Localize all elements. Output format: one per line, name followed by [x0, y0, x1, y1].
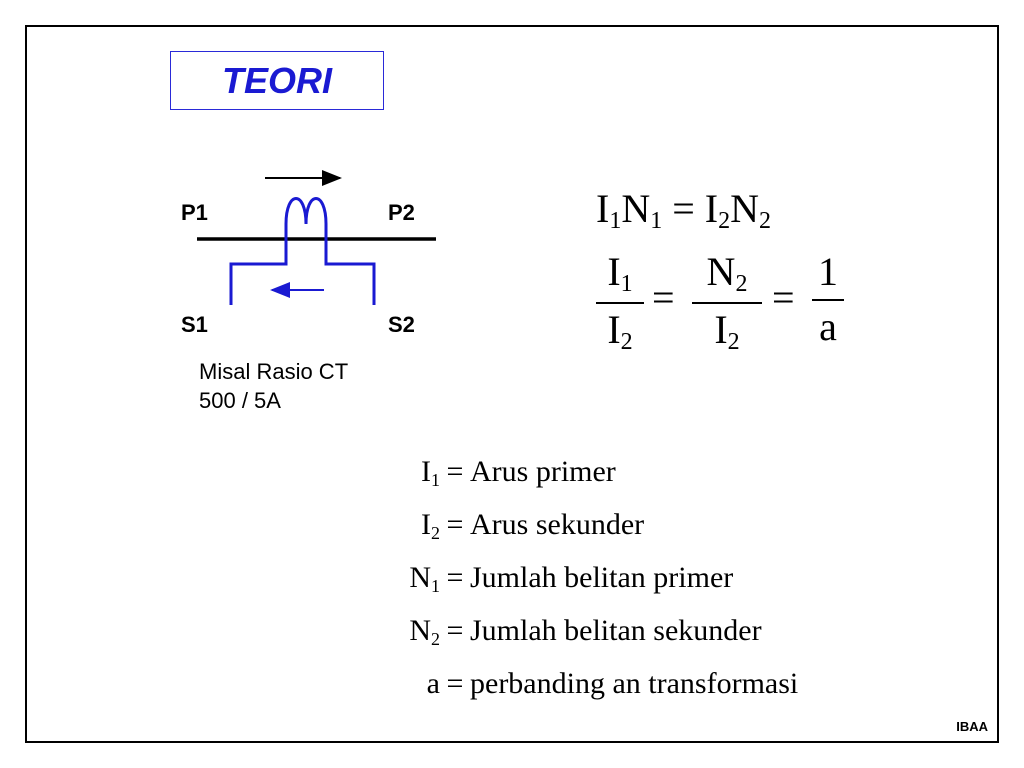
eq1-i1: I	[596, 186, 610, 231]
title-box: TEORI	[170, 51, 384, 110]
eq1-n2-sub: 2	[759, 208, 771, 234]
def-equals: =	[446, 667, 464, 700]
eq2-f1-den: I	[607, 307, 621, 352]
secondary-winding	[229, 197, 376, 305]
caption-line-1: Misal Rasio CT	[199, 359, 349, 384]
eq2-fraction-3: 1 a	[812, 248, 844, 350]
eq1-i2: I	[704, 186, 719, 231]
definition-row: N1 =Jumlah belitan primer	[370, 561, 733, 597]
eq1-n1-sub: 1	[650, 208, 663, 234]
eq2-equals-2: =	[772, 275, 795, 320]
slide-frame	[25, 25, 999, 743]
def-equals: =	[446, 508, 464, 541]
label-p1: P1	[181, 200, 208, 225]
def-text: Arus primer	[470, 455, 616, 488]
eq2-fraction-2: N2 I2	[692, 248, 762, 356]
def-symbol: N	[409, 561, 431, 594]
def-equals: =	[446, 455, 464, 488]
eq2-f2-num: N	[706, 249, 736, 294]
footer-label: IBAA	[956, 719, 988, 734]
def-symbol-sub: 2	[431, 523, 440, 543]
definition-row: I2 =Arus sekunder	[370, 508, 644, 544]
label-s2: S2	[388, 312, 415, 337]
eq2-fraction-1: I1 I2	[596, 248, 644, 356]
def-symbol: a	[426, 667, 440, 700]
eq2-f2-num-sub: 2	[735, 271, 748, 297]
def-text: perbanding an transformasi	[470, 667, 799, 700]
definition-row: N2 =Jumlah belitan sekunder	[370, 614, 762, 650]
def-symbol-sub: 1	[431, 576, 440, 596]
eq2-f1-num-sub: 1	[620, 271, 633, 297]
eq1-i2-sub: 2	[718, 208, 731, 234]
slide-title: TEORI	[221, 59, 332, 101]
eq2-f3-den: a	[819, 304, 837, 349]
def-text: Arus sekunder	[470, 508, 645, 541]
eq1-n2: N	[730, 186, 759, 231]
definition-row: a=perbanding an transformasi	[370, 667, 799, 703]
eq2-f3-num: 1	[818, 249, 838, 294]
caption-line-2: 500 / 5A	[199, 388, 281, 413]
def-symbol-sub: 1	[431, 470, 440, 490]
label-s1: S1	[181, 312, 208, 337]
eq1-n1: N	[621, 186, 651, 231]
def-symbol: I	[421, 508, 431, 541]
ratio-caption: Misal Rasio CT 500 / 5A	[199, 357, 348, 415]
equation-1: I1N1 = I2N2	[596, 185, 771, 235]
eq1-i1-sub: 1	[609, 208, 622, 234]
eq2-f2-den-sub: 2	[727, 329, 740, 355]
eq2-f1-num: I	[607, 249, 621, 294]
eq2-f2-den: I	[714, 307, 728, 352]
def-equals: =	[446, 561, 464, 594]
label-p2: P2	[388, 200, 415, 225]
def-symbol-sub: 2	[431, 629, 440, 649]
definition-row: I1 =Arus primer	[370, 455, 616, 491]
def-equals: =	[446, 614, 464, 647]
def-symbol: N	[409, 614, 431, 647]
eq1-equals: =	[672, 186, 695, 231]
def-text: Jumlah belitan sekunder	[470, 614, 762, 647]
def-symbol: I	[421, 455, 431, 488]
eq2-f1-den-sub: 2	[620, 329, 633, 355]
def-text: Jumlah belitan primer	[470, 561, 734, 594]
eq2-equals-1: =	[652, 275, 675, 320]
